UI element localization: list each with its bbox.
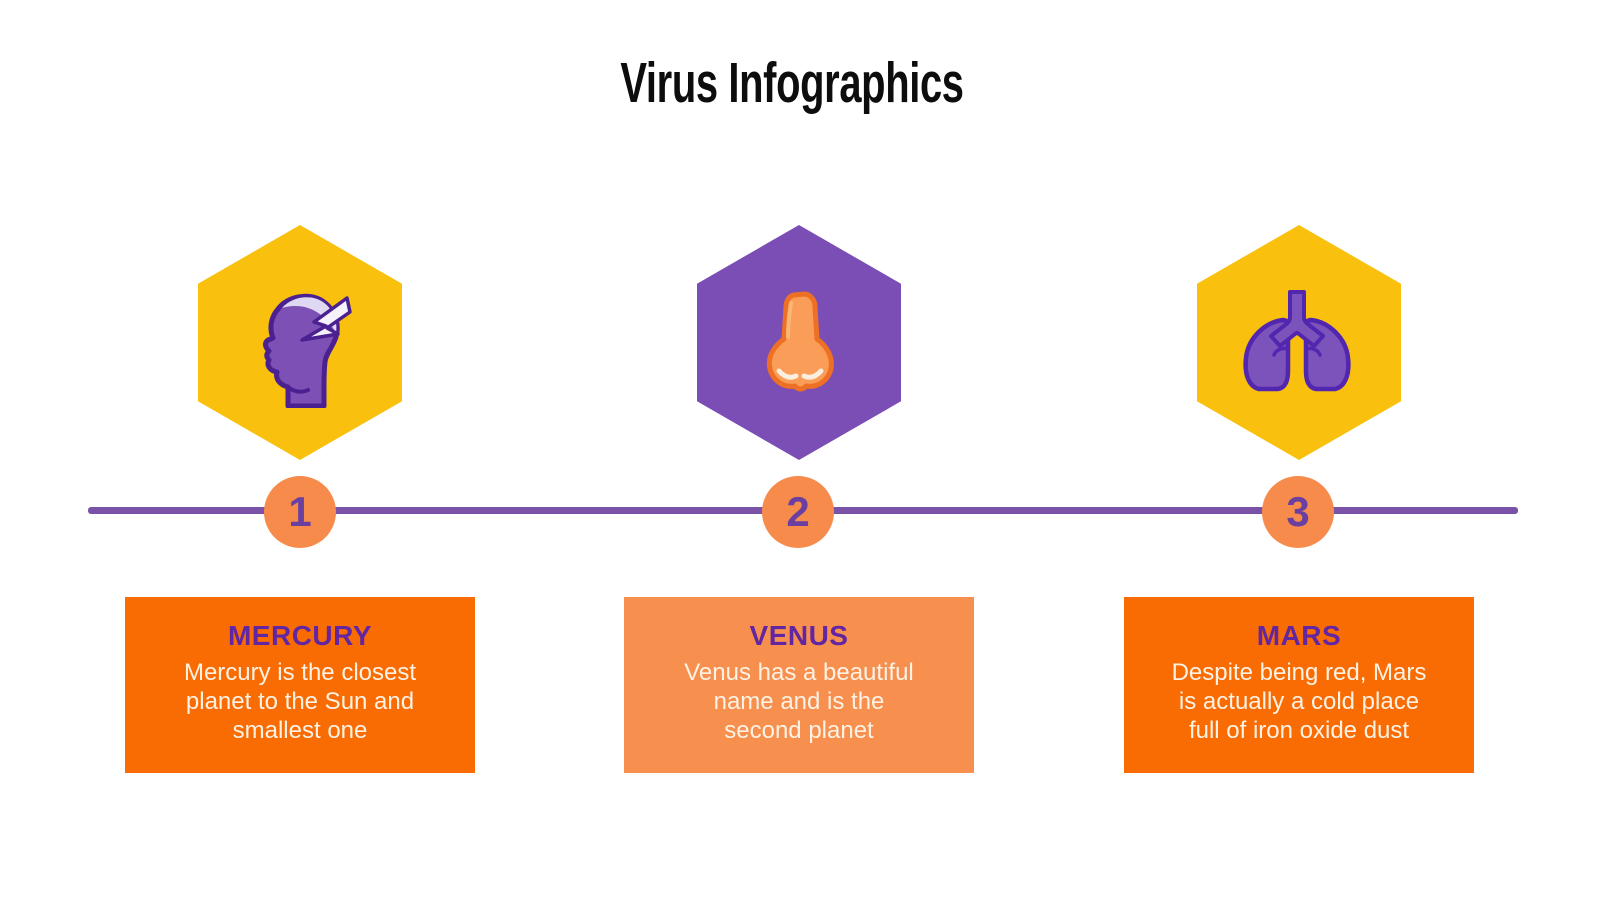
step-number: 3: [1286, 488, 1310, 535]
step-number: 1: [288, 488, 312, 535]
step-number: 2: [786, 488, 810, 535]
info-card-mars: MARS Despite being red, Mars is actually…: [1124, 597, 1474, 773]
card-description-line: is actually a cold place: [1178, 688, 1420, 715]
card-title: MARS: [1256, 620, 1342, 651]
step-number-badge-2: 2: [762, 476, 834, 548]
card-description: Despite being red, Mars is actually a co…: [1124, 658, 1474, 745]
card-description-line: Mercury is the closest: [183, 659, 417, 686]
card-description: Venus has a beautiful name and is the se…: [624, 658, 974, 745]
card-description-line: smallest one: [232, 717, 368, 744]
step-number-badge-3: 3: [1262, 476, 1334, 548]
card-description-line: Venus has a beautiful: [684, 659, 914, 686]
card-title: MERCURY: [227, 620, 373, 651]
page-title: Virus Infographics: [620, 51, 964, 115]
card-description-line: Despite being red, Mars: [1171, 659, 1427, 686]
info-card-mercury: MERCURY Mercury is the closest planet to…: [125, 597, 475, 773]
nose-icon: [766, 291, 834, 392]
card-description: Mercury is the closest planet to the Sun…: [125, 658, 475, 745]
card-description-line: full of iron oxide dust: [1188, 717, 1410, 744]
step-number-badge-1: 1: [264, 476, 336, 548]
lungs-icon: [1243, 290, 1351, 392]
card-description-line: planet to the Sun and: [185, 688, 415, 715]
card-description-line: second planet: [724, 717, 874, 744]
headache-head-icon: [263, 293, 352, 408]
card-description-line: name and is the: [713, 688, 885, 715]
card-title: VENUS: [749, 620, 849, 651]
info-card-venus: VENUS Venus has a beautiful name and is …: [624, 597, 974, 773]
